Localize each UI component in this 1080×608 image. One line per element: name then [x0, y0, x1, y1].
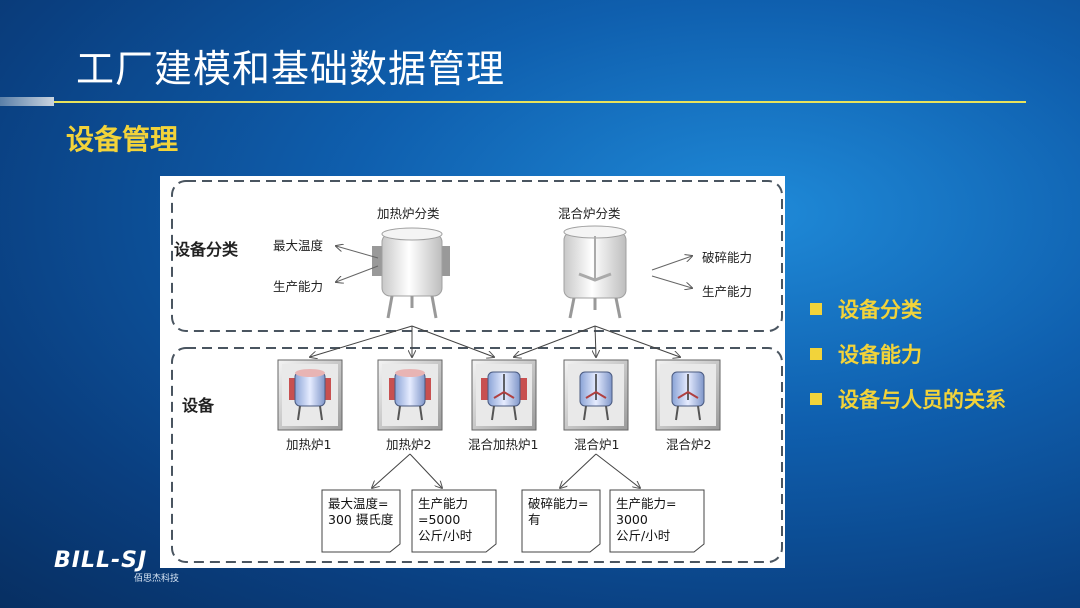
- note-shapes: [321, 489, 705, 553]
- note-line: 生产能力: [418, 496, 469, 511]
- bullet-item: 设备能力: [810, 331, 1006, 376]
- title-bar-accent: [0, 97, 54, 106]
- heater-attribute: 生产能力: [273, 279, 324, 294]
- bullet-square-icon: [810, 347, 822, 360]
- bullet-item: 设备与人员的关系: [810, 376, 1006, 421]
- note-capacity-mixer: 生产能力= 3000 公斤/小时: [616, 496, 676, 544]
- classification-label: 设备分类: [174, 240, 239, 259]
- title-divider: [54, 101, 1026, 103]
- bullet-text: 设备分类: [838, 297, 922, 322]
- equipment-diagram: 设备分类 加热炉分类 混合炉分类 最大温度 生产能力 破碎能力 生产能力 设备 …: [160, 176, 785, 568]
- note-line: 有: [528, 512, 541, 527]
- logo-text: BILL-SJ: [54, 548, 148, 573]
- equipment-icon-heater-2: [377, 359, 443, 431]
- equipment-name: 混合炉2: [666, 437, 712, 452]
- note-crushing-capacity: 破碎能力= 有: [528, 496, 588, 528]
- equipment-name: 加热炉2: [386, 437, 432, 452]
- equipment-icon-mixer-1: [563, 359, 629, 431]
- equipment-label: 设备: [182, 396, 215, 415]
- bullet-square-icon: [810, 392, 822, 405]
- note-line: 300 摄氏度: [328, 512, 394, 527]
- bullet-square-icon: [810, 302, 822, 315]
- note-max-temperature: 最大温度= 300 摄氏度: [328, 496, 393, 528]
- note-line: 最大温度=: [328, 496, 389, 511]
- logo-subtext: 佰思杰科技: [134, 574, 180, 584]
- equipment-name: 混合加热炉1: [468, 437, 539, 452]
- note-line: 公斤/小时: [418, 528, 473, 543]
- slide-title: 工厂建模和基础数据管理: [76, 47, 506, 91]
- mixer-class-icon: [563, 225, 627, 319]
- mixer-class-title: 混合炉分类: [558, 206, 621, 221]
- slide-subtitle: 设备管理: [66, 123, 179, 156]
- note-line: 3000: [616, 512, 648, 527]
- classification-frame: [171, 180, 783, 332]
- equipment-icon-mixer-2: [655, 359, 721, 431]
- note-line: 破碎能力=: [528, 496, 589, 511]
- company-logo: BILL-SJ 佰思杰科技: [54, 548, 179, 584]
- equipment-frame: [171, 347, 783, 563]
- mixer-attribute: 生产能力: [702, 284, 753, 299]
- equipment-name: 加热炉1: [286, 437, 332, 452]
- equipment-name: 混合炉1: [574, 437, 620, 452]
- heater-class-title: 加热炉分类: [377, 206, 440, 221]
- note-line: 公斤/小时: [616, 528, 671, 543]
- mixer-attribute: 破碎能力: [702, 250, 753, 265]
- bullet-text: 设备能力: [838, 342, 922, 367]
- diagram-graphics: [171, 180, 783, 563]
- bullet-text: 设备与人员的关系: [838, 387, 1006, 412]
- bullet-item: 设备分类: [810, 286, 1006, 331]
- note-line: =5000: [418, 512, 461, 527]
- note-capacity-heater: 生产能力 =5000 公斤/小时: [418, 496, 472, 544]
- equipment-icon-heater-1: [277, 359, 343, 431]
- equipment-icon-mixed-heater-1: [471, 359, 537, 431]
- class-to-equipment-arrows: [310, 325, 680, 357]
- bullet-list: 设备分类 设备能力 设备与人员的关系: [810, 286, 1006, 421]
- heater-attribute: 最大温度: [273, 238, 324, 253]
- heater-class-icon: [372, 227, 450, 319]
- note-line: 生产能力=: [616, 496, 677, 511]
